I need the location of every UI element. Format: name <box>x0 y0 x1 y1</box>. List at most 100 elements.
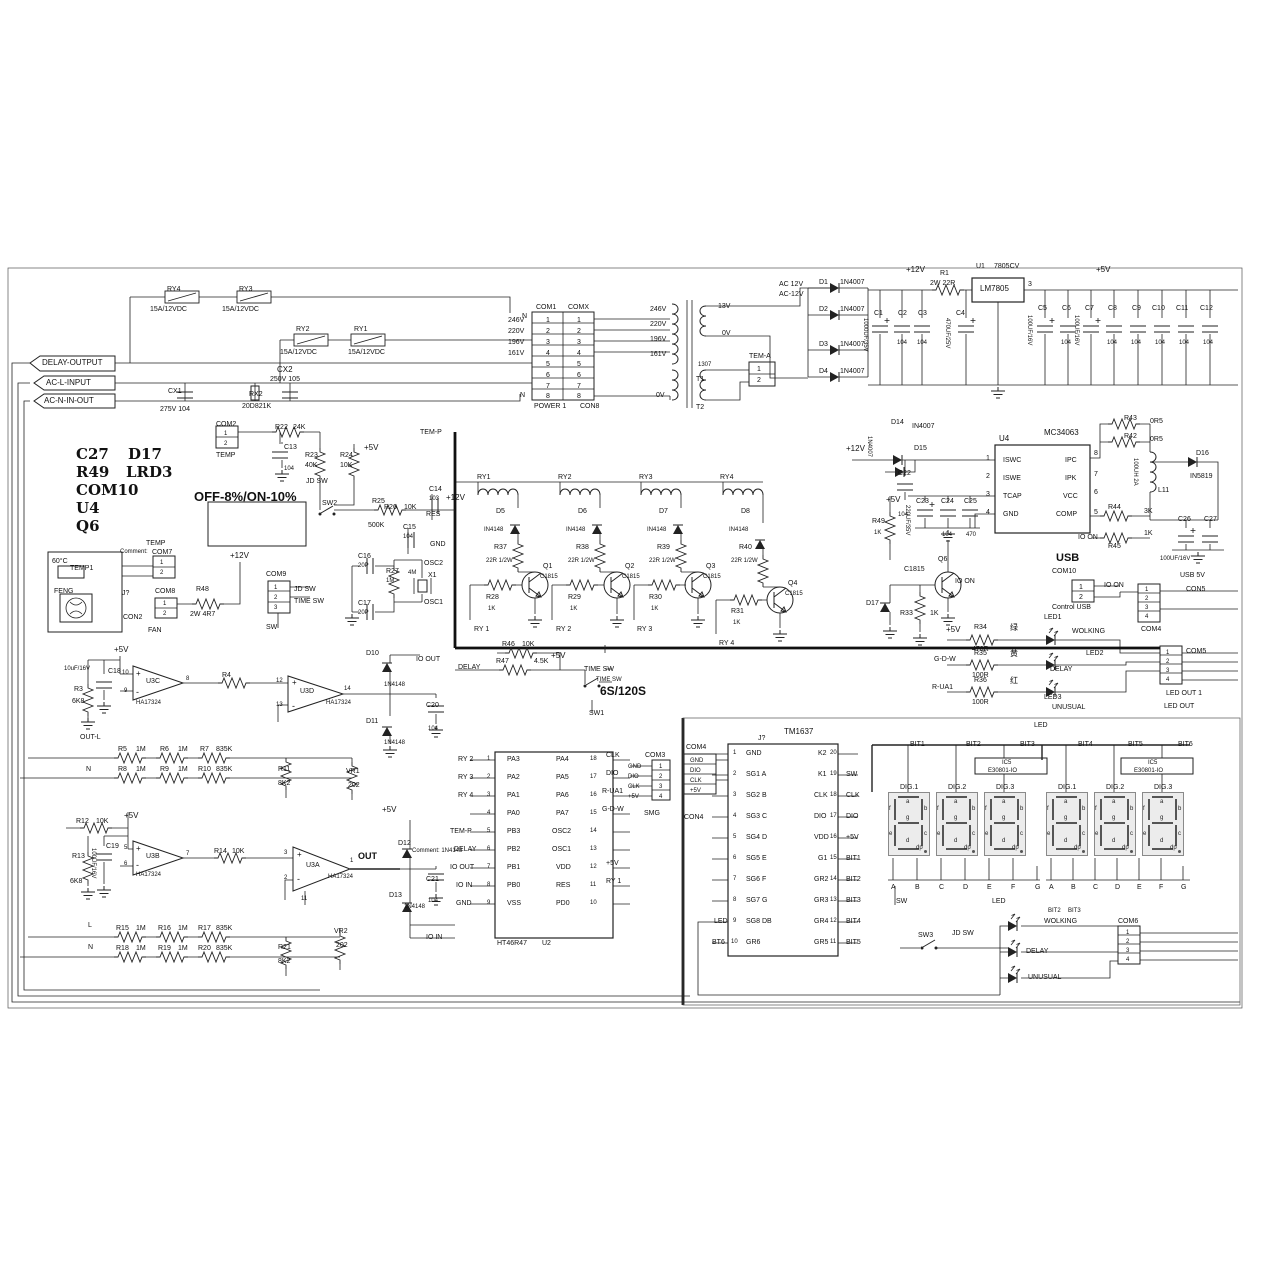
ha17324-label: HA17324 <box>326 700 352 706</box>
wolking-label: WOLKING <box>1072 628 1106 635</box>
j-label: J? <box>758 735 766 742</box>
segment-f <box>1052 799 1054 820</box>
5v-label: +5V <box>886 495 901 504</box>
sg7-g-label: SG7 G <box>746 897 768 904</box>
7-label: 7 <box>577 383 581 390</box>
out-l-label: OUT-L <box>80 734 101 741</box>
jd-sw-label: JD SW <box>306 478 328 485</box>
1k-label: 1K <box>930 610 939 617</box>
3-label: 3 <box>487 792 491 798</box>
segment-label-b: b <box>924 806 928 812</box>
segment-label-f: f <box>1047 806 1049 812</box>
r24-label: R24 <box>340 452 353 459</box>
5v-label: +5V <box>551 651 566 660</box>
segment-label-e: e <box>937 831 941 837</box>
r3-label: R3 <box>74 686 83 693</box>
1-label: 1 <box>160 560 164 566</box>
sg3-c-label: SG3 C <box>746 813 768 820</box>
2-label: 2 <box>986 473 990 480</box>
835k-label: 835K <box>216 945 233 952</box>
22r-1-2w-label: 22R 1/2W <box>568 558 595 564</box>
out-label: OUT <box>358 851 377 861</box>
led-label: LED <box>992 898 1006 905</box>
r10-label: R10 <box>198 766 211 773</box>
2-label: 2 <box>1079 594 1083 601</box>
3-label: 3 <box>1126 948 1130 954</box>
1-label: 1 <box>986 455 990 462</box>
ry-4-label: RY 4 <box>458 792 474 799</box>
u1-label: U1 <box>976 263 985 270</box>
e30801-io-label: E30801-IO <box>988 768 1018 774</box>
section-opamps-top <box>20 645 612 800</box>
u4-label: U4 <box>999 434 1010 443</box>
10-label: 10 <box>731 939 738 945</box>
ipc-label: IPC <box>1065 457 1077 464</box>
1n4148-label: 1N4148 <box>384 682 406 688</box>
161v-label: 161V <box>508 350 525 357</box>
dio-label: DIO <box>814 813 827 820</box>
lrd3-label: LRD3 <box>126 463 173 481</box>
a-label: A <box>891 884 896 891</box>
r33-label: R33 <box>900 610 913 617</box>
text-label: 红 <box>1010 676 1018 685</box>
8-label: 8 <box>577 393 581 400</box>
b-label: B <box>915 884 920 891</box>
con2-label: CON2 <box>123 614 143 621</box>
section-usb <box>1071 579 1238 623</box>
d17-label: D17 <box>128 445 162 463</box>
r48-label: R48 <box>196 586 209 593</box>
10k-label: 10K <box>96 818 109 825</box>
pa5-label: PA5 <box>556 774 569 781</box>
4-label: 4 <box>487 810 491 816</box>
rx2-label: RX2 <box>249 391 263 398</box>
r14-label: R14 <box>214 848 227 855</box>
3k-label: 3K <box>1144 508 1153 515</box>
1n4007-label: 1N4007 <box>840 341 865 348</box>
2-label: 2 <box>1166 659 1170 665</box>
1m-label: 1M <box>178 766 188 773</box>
opamp-plus: + <box>136 669 141 678</box>
gr2-label: GR2 <box>814 876 829 883</box>
10-label: 10 <box>122 670 129 676</box>
r45-label: R45 <box>1108 543 1121 550</box>
20p-label: 20P <box>358 563 369 569</box>
d14-label: D14 <box>891 419 904 426</box>
470-label: 470 <box>966 532 977 538</box>
220v-label: 220V <box>650 321 667 328</box>
18-label: 18 <box>590 756 597 762</box>
dio-label: DIO <box>606 770 619 777</box>
led-label: LED <box>714 918 728 925</box>
4m-label: 4M <box>408 570 417 576</box>
104-label: 104 <box>897 340 908 346</box>
temp1-label: TEMP1 <box>70 565 94 572</box>
5v-label: +5V <box>124 811 139 820</box>
104-label: 104 <box>428 726 439 732</box>
5v-label: +5V <box>382 805 397 814</box>
io-on-label: IO ON <box>1104 582 1124 589</box>
104-label: 104 <box>284 466 295 472</box>
bit5-label: BIT5 <box>846 939 861 946</box>
ipk-label: IPK <box>1065 475 1077 482</box>
segment-label-f: f <box>889 806 891 812</box>
4-5k-label: 4.5K <box>534 658 549 665</box>
segment-a <box>1104 796 1125 798</box>
12-label: 12 <box>830 918 837 924</box>
segment-g <box>1152 822 1173 824</box>
4-label: 4 <box>546 350 550 357</box>
4-label: 4 <box>577 350 581 357</box>
segment-label-b: b <box>1178 806 1182 812</box>
pa4-label: PA4 <box>556 756 569 763</box>
vdd-label: VDD <box>556 864 571 871</box>
opamp-plus: + <box>292 678 297 687</box>
r26-label: R26 <box>384 504 397 511</box>
c23-label: C23 <box>916 498 929 505</box>
delay-label: DELAY <box>458 664 481 671</box>
q6-label: Q6 <box>938 556 948 563</box>
pa6-label: PA6 <box>556 792 569 799</box>
n-label: N <box>522 313 528 320</box>
5-label: 5 <box>733 834 737 840</box>
3-label: 3 <box>274 605 278 611</box>
clk-label: CLK <box>606 752 620 759</box>
temp-label: TEMP <box>216 452 236 459</box>
